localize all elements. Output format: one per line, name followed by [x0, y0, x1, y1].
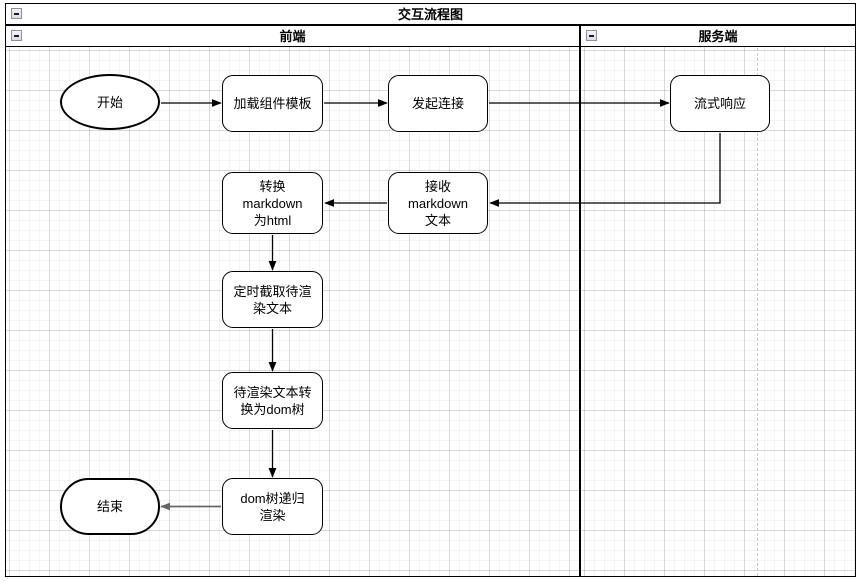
lane-server-collapse-minus-icon[interactable] — [586, 30, 597, 41]
pool-collapse-minus-icon[interactable] — [11, 8, 22, 19]
pool-title-bar[interactable]: 交互流程图 — [5, 3, 856, 25]
node-convert-markdown-to-html[interactable]: 转换 markdown 为html — [222, 172, 323, 234]
lane-header-server[interactable]: 服务端 — [580, 25, 856, 47]
page-break-guide — [757, 48, 758, 576]
node-end[interactable]: 结束 — [60, 478, 160, 535]
node-dom-tree-recursive-render[interactable]: dom树递归 渲染 — [222, 478, 323, 535]
node-stream-response[interactable]: 流式响应 — [670, 75, 770, 132]
node-start[interactable]: 开始 — [60, 74, 160, 130]
node-pending-text-to-dom-tree[interactable]: 待渲染文本转 换为dom树 — [222, 372, 323, 429]
page-title: 交互流程图 — [397, 7, 463, 22]
lane-frontend-collapse-minus-icon[interactable] — [11, 30, 22, 41]
node-initiate-connection[interactable]: 发起连接 — [388, 75, 488, 132]
lane-label-frontend: 前端 — [279, 29, 306, 44]
lane-header-frontend[interactable]: 前端 — [5, 25, 580, 47]
node-timed-slice-pending-text[interactable]: 定时截取待渲 染文本 — [222, 271, 323, 328]
node-load-component-template[interactable]: 加载组件模板 — [222, 75, 323, 132]
node-receive-markdown-text[interactable]: 接收 markdown 文本 — [388, 172, 488, 234]
lane-label-server: 服务端 — [698, 29, 738, 44]
